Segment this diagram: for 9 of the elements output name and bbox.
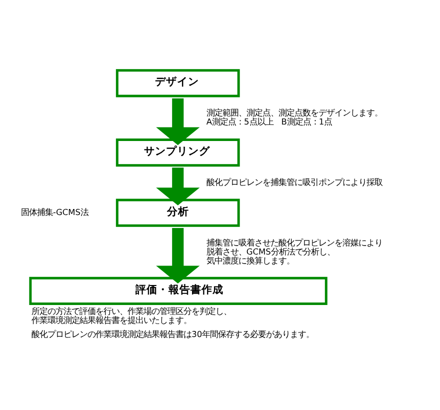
arrow <box>156 168 200 206</box>
edge-label: 測定範囲、測定点、測定点数をデザインします。A測定点：5点以上 B測定点：1点 <box>206 107 382 126</box>
label: 固体捕集-GCMS法 <box>21 206 89 217</box>
edge-label: 捕集管に吸着させた酸化プロピレンを溶媒により脱着させ、GCMS分析法で分析し、気中濃度に換算します。 <box>206 237 382 266</box>
edge-label: 酸化プロピレンを捕集管に吸引ポンプにより採取 <box>206 177 382 188</box>
node-label: 酸化プロピレンの作業環境測定結果報告書は30年間保存する必要があります。 <box>32 329 314 340</box>
node-label: 所定の方法で評価を行い、作業場の管理区分を判定し、作業環境測定結果報告書を提出いたします。 <box>32 306 232 326</box>
arrow <box>156 228 200 284</box>
arrow <box>156 98 200 146</box>
